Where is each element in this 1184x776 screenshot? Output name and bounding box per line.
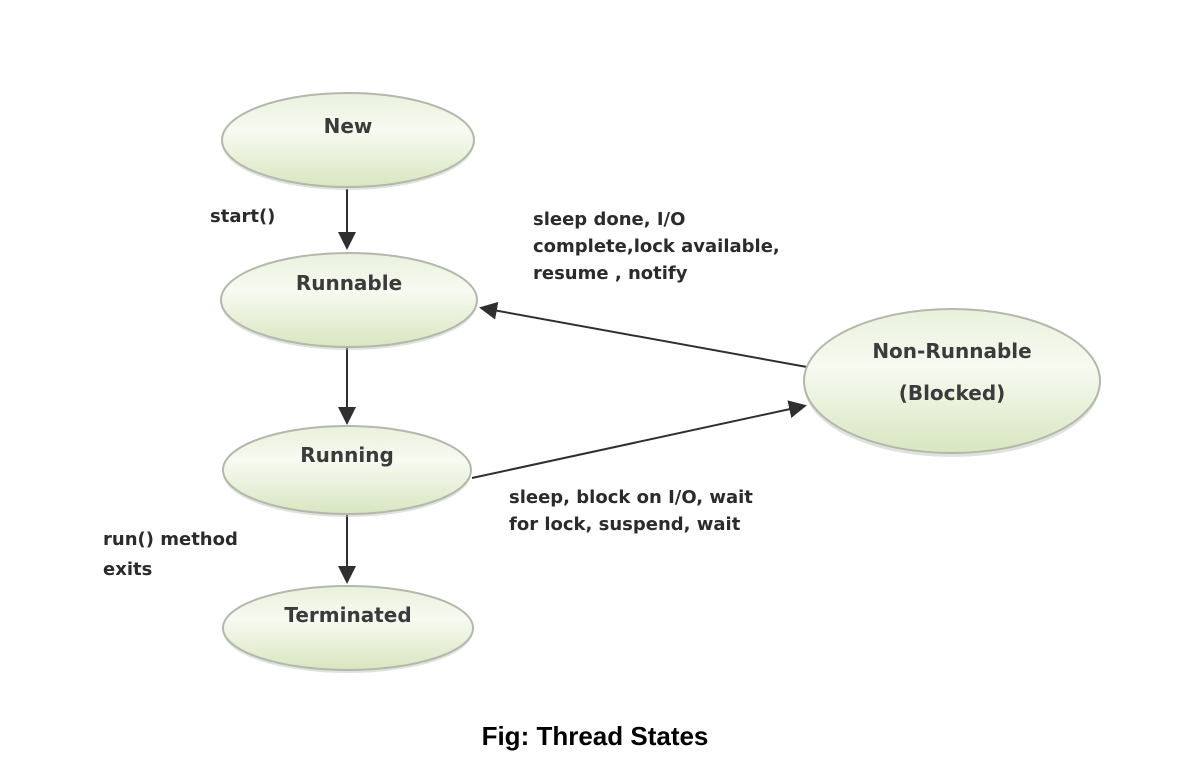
label-wakeup: sleep done, I/O complete,lock available,… [533,209,780,284]
node-new-shape [221,92,475,188]
node-non-runnable-shape [803,308,1101,454]
node-terminated-shape [222,585,474,671]
node-terminated-label: Terminated [284,603,411,627]
edge-running-to-nonrunnable [471,400,807,479]
label-run-exit-line2: exits [103,559,152,580]
node-terminated: Terminated [222,585,474,673]
label-wakeup-line2: complete,lock available, [533,236,780,257]
node-runnable: Runnable [220,252,478,350]
node-new-label: New [324,114,373,138]
label-run-exit-line1: run() method [103,529,238,550]
node-non-runnable-label-line1: Non-Runnable [872,339,1031,363]
node-runnable-shape [220,252,478,348]
node-runnable-label: Runnable [296,271,402,295]
label-start: start() [210,206,275,227]
node-new: New [221,92,475,190]
node-running: Running [222,425,472,517]
node-running-shape [222,425,472,515]
label-start-line1: start() [210,206,275,227]
label-wakeup-line1: sleep done, I/O [533,209,685,230]
edge-nonrunnable-to-runnable [479,301,808,368]
label-block-line1: sleep, block on I/O, wait [509,487,753,508]
label-block-line2: for lock, suspend, wait [509,514,741,535]
node-non-runnable-label-line2: (Blocked) [899,381,1006,405]
node-non-runnable: Non-Runnable (Blocked) [803,308,1101,457]
figure-caption: Fig: Thread States [482,721,709,751]
label-block: sleep, block on I/O, wait for lock, susp… [509,487,753,535]
label-wakeup-line3: resume , notify [533,263,688,284]
label-run-exit: run() method exits [103,529,238,580]
node-running-label: Running [300,443,394,467]
